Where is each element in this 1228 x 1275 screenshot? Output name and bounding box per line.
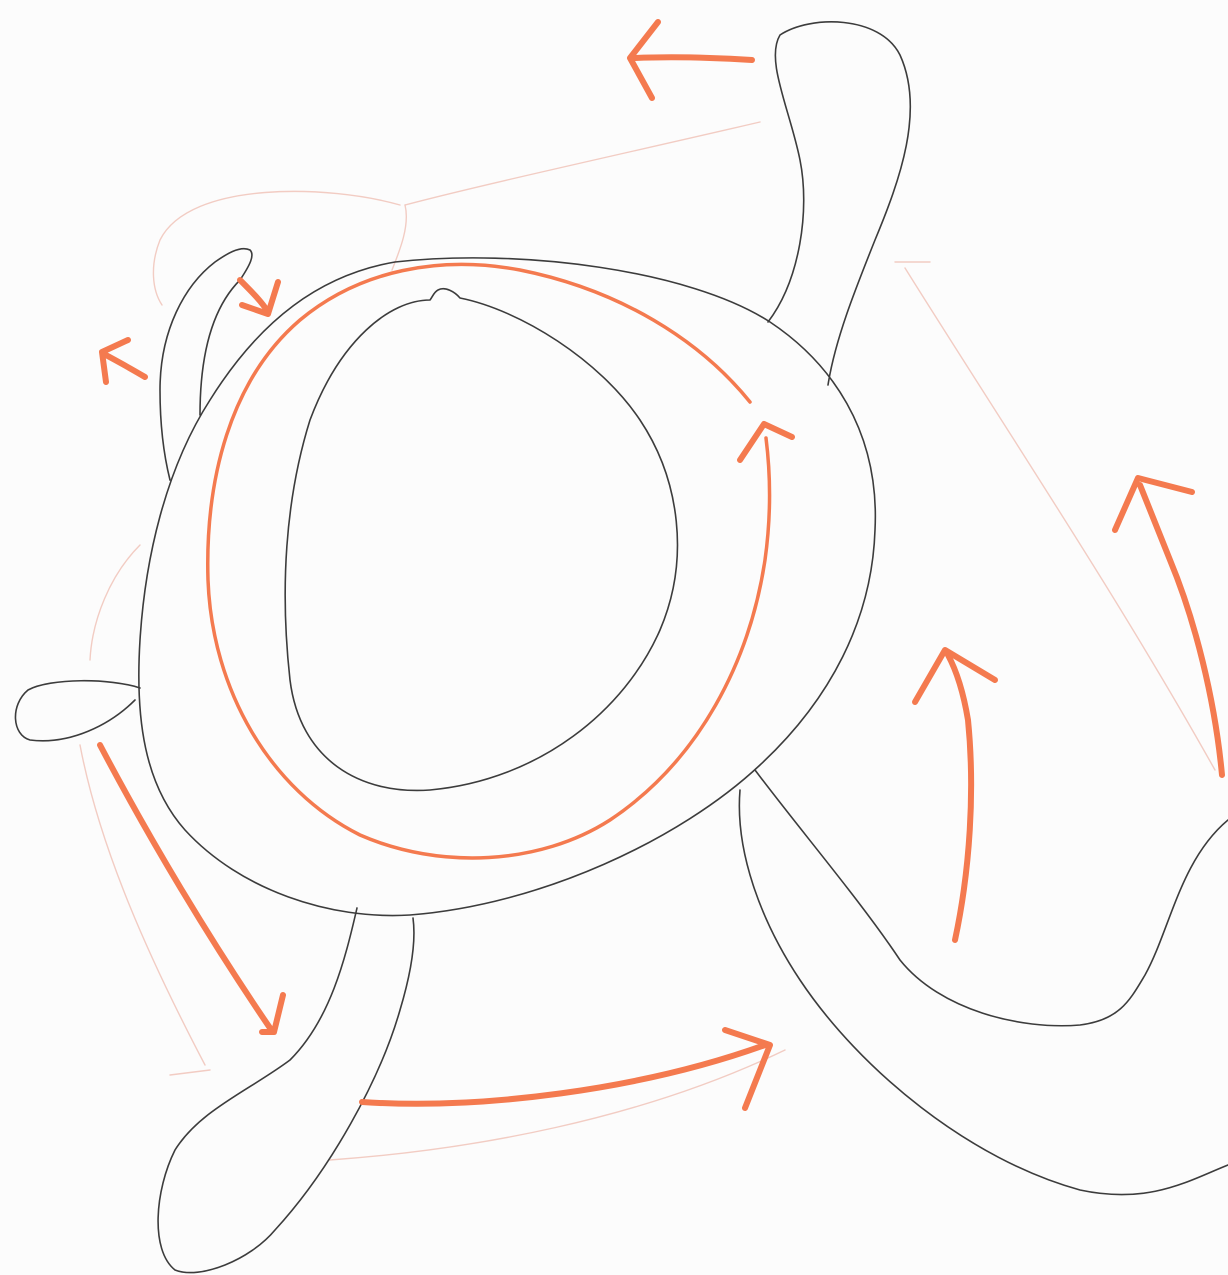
inner-lumen: [285, 289, 677, 791]
arrow-small-down: [240, 280, 278, 314]
faint-line-top: [405, 122, 760, 205]
branch-bottom: [158, 908, 414, 1273]
arrow-small-left: [102, 340, 145, 382]
arrow-bottom-right: [362, 1030, 770, 1108]
arrow-left-down-head: [262, 995, 283, 1032]
arrow-top-left: [630, 22, 752, 98]
arrow-center-up-shaft: [948, 655, 971, 940]
arrow-small-left-shaft: [104, 354, 145, 377]
faint-line-left-mid: [90, 545, 140, 660]
flow-arrows: [100, 22, 1222, 1108]
arrow-far-right-up-shaft: [1140, 485, 1222, 775]
arrow-center-up: [915, 650, 995, 940]
arrow-left-down-shaft: [100, 745, 270, 1028]
outer-ring: [139, 258, 876, 916]
arrow-top-left-shaft: [635, 57, 752, 60]
arrow-bottom-right-shaft: [362, 1045, 765, 1104]
arrow-bottom-right-head: [725, 1030, 770, 1108]
arrow-left-down: [100, 745, 283, 1032]
branch-left: [15, 681, 140, 741]
faint-line-right: [895, 262, 1215, 770]
faint-sketch-lines: [80, 122, 1215, 1160]
branch-top-left: [160, 249, 252, 480]
branch-bottom-right: [739, 770, 1228, 1195]
branch-top-right: [768, 22, 910, 385]
circulation-arrow-path: [208, 264, 770, 858]
circulation-arrow: [208, 264, 792, 858]
